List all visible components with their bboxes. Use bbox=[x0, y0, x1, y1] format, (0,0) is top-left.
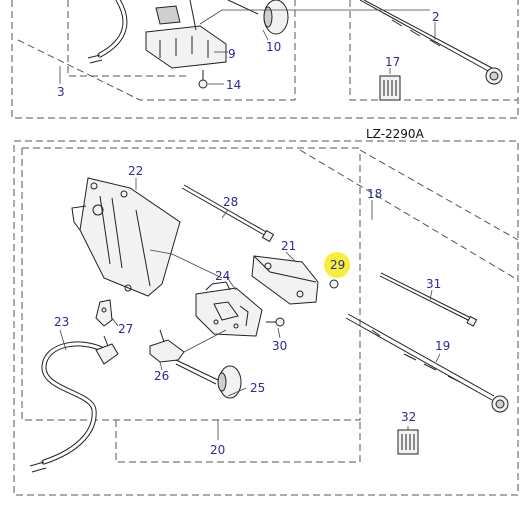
part-30-screw bbox=[266, 317, 285, 327]
part-17-connector bbox=[379, 75, 401, 101]
callout-9: 9 bbox=[228, 47, 236, 61]
callout-24: 24 bbox=[215, 269, 230, 283]
upper-section bbox=[11, 0, 519, 119]
part-2-cable bbox=[359, 0, 503, 85]
callout-2: 2 bbox=[432, 10, 440, 24]
callout-28: 28 bbox=[223, 195, 238, 209]
part-24-microswitch bbox=[195, 281, 263, 337]
part-23-harness bbox=[29, 335, 119, 473]
callout-26: 26 bbox=[154, 369, 169, 383]
callout-17: 17 bbox=[385, 55, 400, 69]
callout-19: 19 bbox=[435, 339, 450, 353]
callout-25: 25 bbox=[250, 381, 265, 395]
lower-section bbox=[13, 140, 519, 496]
callout-31: 31 bbox=[426, 277, 441, 291]
part-25-knob bbox=[175, 359, 242, 399]
part-22-bracket bbox=[71, 177, 181, 297]
callout-27: 27 bbox=[118, 322, 133, 336]
part-28-cable-tie bbox=[181, 184, 275, 243]
callout-21: 21 bbox=[281, 239, 296, 253]
callout-20: 20 bbox=[210, 443, 225, 457]
part-27-plate bbox=[95, 299, 113, 327]
callout-23: 23 bbox=[54, 315, 69, 329]
callout-10: 10 bbox=[266, 40, 281, 54]
callout-30: 30 bbox=[272, 339, 287, 353]
part-9-switch-holder bbox=[145, 0, 227, 69]
callout-32: 32 bbox=[401, 410, 416, 424]
callout-14: 14 bbox=[226, 78, 241, 92]
harness-upper bbox=[87, 0, 128, 64]
callout-29-highlight bbox=[324, 252, 350, 278]
part-14-screw bbox=[198, 70, 208, 89]
callout-3: 3 bbox=[57, 85, 65, 99]
callout-22: 22 bbox=[128, 164, 143, 178]
part-29-screw bbox=[329, 279, 339, 289]
callout-18: 18 bbox=[367, 187, 382, 201]
part-32-connector bbox=[397, 429, 419, 455]
callout-29: 29 bbox=[330, 258, 345, 272]
model-label: LZ-2290A bbox=[366, 127, 425, 141]
part-26-actuator bbox=[149, 329, 185, 363]
part-19-cable bbox=[345, 313, 509, 413]
part-10-knob bbox=[227, 0, 289, 35]
part-31-cable-tie bbox=[379, 272, 478, 327]
part-21-switch-block bbox=[251, 255, 319, 305]
